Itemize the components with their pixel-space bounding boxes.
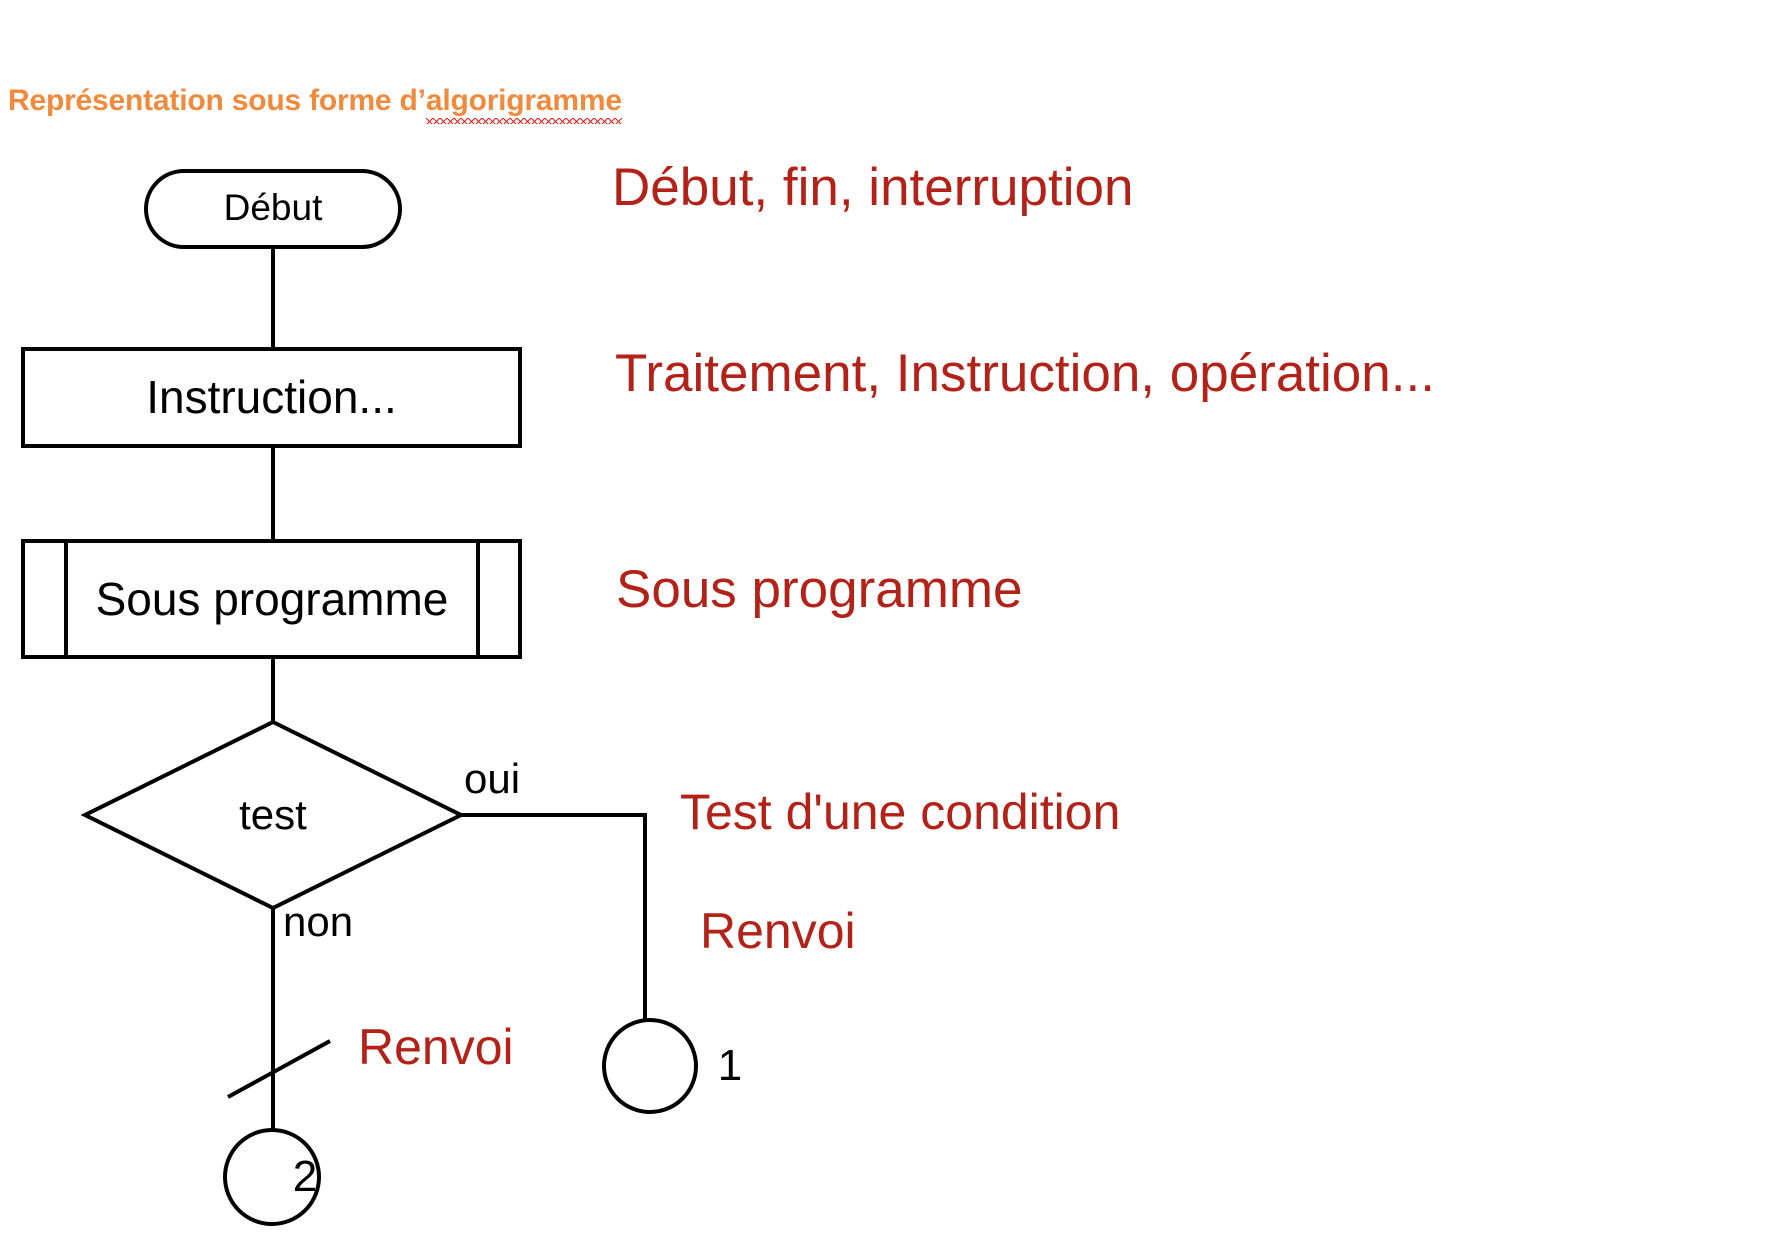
legend-caption-renvoi-2: Renvoi [358, 1019, 514, 1075]
legend-caption-subroutine: Sous programme [616, 560, 1023, 619]
legend-caption-process: Traitement, Instruction, opération... [615, 344, 1435, 403]
page-title: Représentation sous forme d’algorigramme [8, 84, 622, 124]
legend-caption-terminator: Début, fin, interruption [612, 158, 1134, 217]
page-title-text: Représentation sous forme d’ [8, 84, 426, 117]
flow-line-non-tick-mark [227, 1039, 331, 1099]
connector-label-2: 2 [292, 1152, 318, 1201]
connector-shape-2[interactable] [223, 1128, 321, 1226]
connector-shape-1[interactable] [602, 1018, 698, 1114]
decision-label-test: test [239, 791, 307, 838]
edge-label-non: non [283, 898, 354, 945]
flow-line-oui-branch [461, 813, 647, 1020]
process-label-instruction: Instruction... [146, 371, 397, 423]
legend-caption-decision: Test d'une condition [680, 784, 1121, 840]
terminator-label-debut: Début [223, 187, 323, 228]
subroutine-label-sousprogramme: Sous programme [95, 573, 449, 625]
spellcheck-misspelled-word: algorigramme [425, 84, 622, 124]
connector-label-1: 1 [717, 1041, 743, 1090]
edge-label-oui: oui [464, 755, 521, 802]
legend-caption-renvoi-1: Renvoi [700, 903, 856, 959]
